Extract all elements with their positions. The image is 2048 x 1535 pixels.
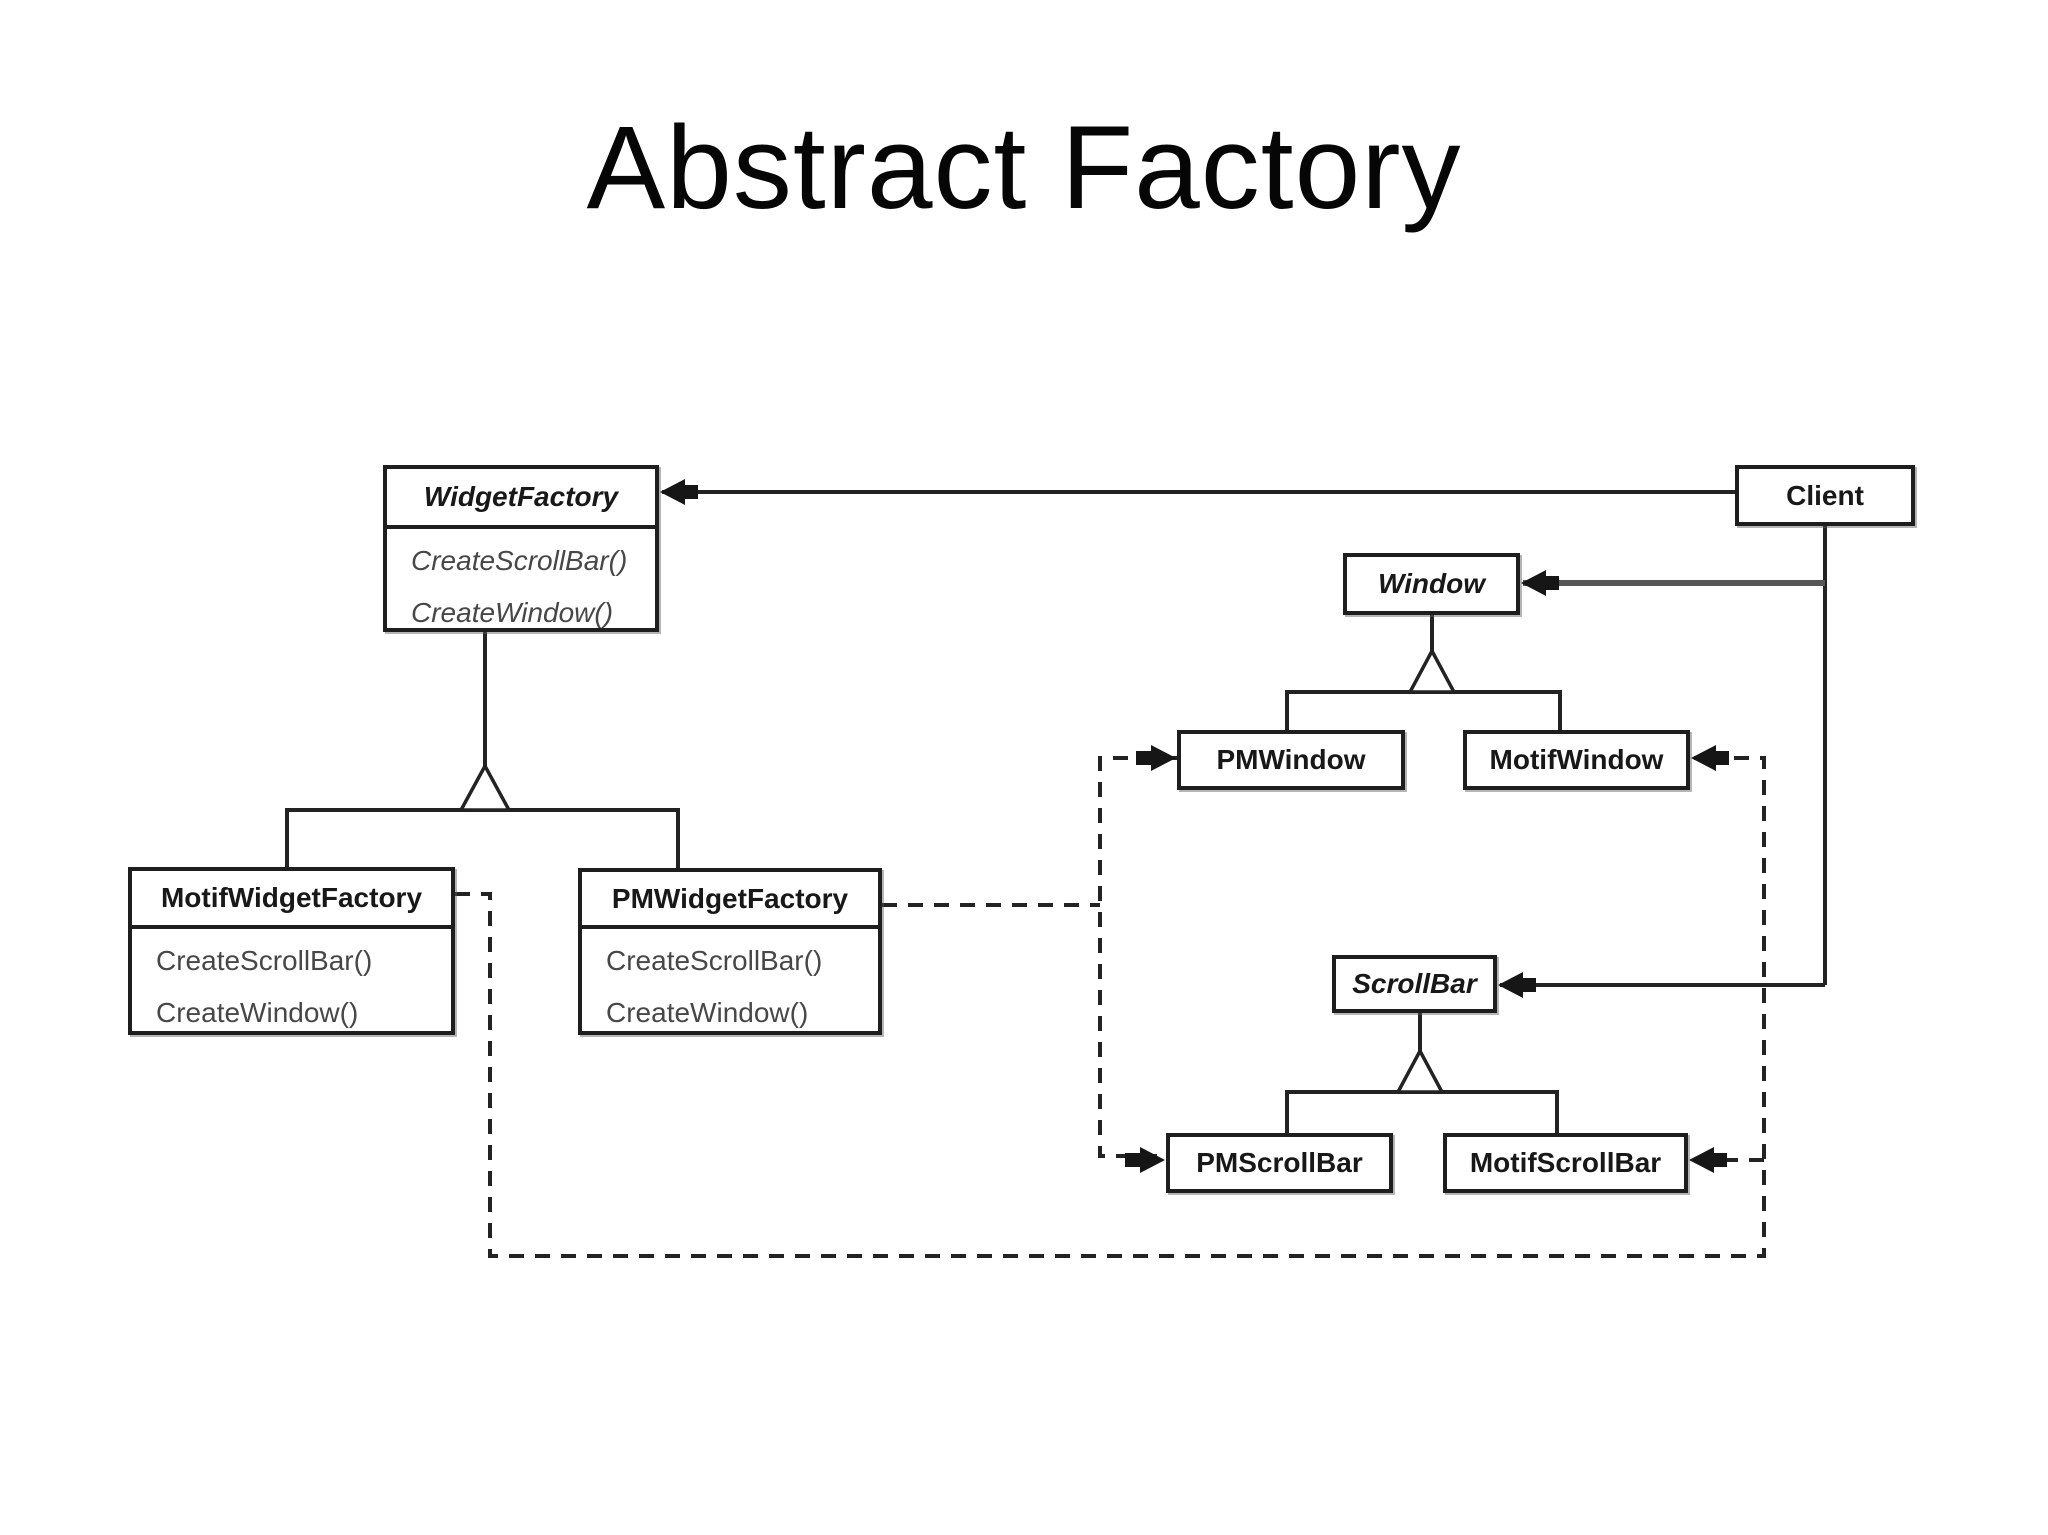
inheritance-scrollbar xyxy=(1285,1013,1559,1133)
inheritance-triangle-scrollbar xyxy=(1395,1047,1445,1094)
method-create-window: CreateWindow() xyxy=(606,997,809,1028)
slide-title: Abstract Factory xyxy=(586,102,1462,234)
class-box-client: Client xyxy=(1735,465,1915,526)
class-box-pm-window: PMWindow xyxy=(1177,730,1405,790)
class-name-widget-factory: WidgetFactory xyxy=(423,481,619,512)
class-name-motif-widget-factory: MotifWidgetFactory xyxy=(160,882,423,913)
arrowhead-into-pmscrollbar xyxy=(1125,1147,1165,1173)
method-create-window: CreateWindow() xyxy=(156,997,359,1028)
class-name-window: Window xyxy=(1377,568,1486,599)
arrowhead-into-motifscrollbar xyxy=(1689,1147,1727,1173)
method-create-scrollbar: CreateScrollBar() xyxy=(411,545,628,576)
inheritance-triangle-window xyxy=(1407,647,1457,694)
arrowhead-into-motifwindow xyxy=(1691,745,1729,771)
class-name-pm-window: PMWindow xyxy=(1216,744,1366,775)
method-create-scrollbar: CreateScrollBar() xyxy=(606,945,823,976)
class-name-pm-widget-factory: PMWidgetFactory xyxy=(611,882,849,914)
method-create-scrollbar: CreateScrollBar() xyxy=(156,945,373,976)
class-box-window: Window xyxy=(1343,553,1520,615)
method-create-window: CreateWindow() xyxy=(411,597,614,628)
class-name-client: Client xyxy=(1786,479,1864,511)
arrowhead-into-pmwindow xyxy=(1136,745,1176,771)
arrowhead-into-widgetfactory xyxy=(660,479,698,505)
inheritance-window xyxy=(1285,615,1562,730)
class-name-scrollbar: ScrollBar xyxy=(1352,968,1477,999)
arrowhead-into-window xyxy=(1521,570,1559,596)
class-methods-widget-factory: CreateScrollBar() CreateWindow() xyxy=(387,525,655,639)
class-box-pm-widget-factory: PMWidgetFactory CreateScrollBar() Create… xyxy=(578,868,882,1035)
creates-pmwidgetfactory xyxy=(882,756,1180,1158)
class-box-motif-widget-factory: MotifWidgetFactory CreateScrollBar() Cre… xyxy=(128,867,455,1035)
class-name-pm-scrollbar: PMScrollBar xyxy=(1196,1147,1363,1178)
class-box-scrollbar: ScrollBar xyxy=(1332,955,1497,1013)
class-methods-motif-widget-factory: CreateScrollBar() CreateWindow() xyxy=(132,925,451,1039)
class-name-motif-scrollbar: MotifScrollBar xyxy=(1469,1147,1662,1178)
inheritance-widgetfactory xyxy=(285,632,680,868)
class-box-pm-scrollbar: PMScrollBar xyxy=(1166,1133,1393,1193)
class-box-widget-factory: WidgetFactory CreateScrollBar() CreateWi… xyxy=(383,465,659,632)
class-box-motif-scrollbar: MotifScrollBar xyxy=(1443,1133,1688,1193)
inheritance-triangle-widgetfactory xyxy=(458,762,512,812)
class-name-motif-window: MotifWindow xyxy=(1489,744,1664,775)
arrowhead-into-scrollbar xyxy=(1498,972,1536,998)
class-methods-pm-widget-factory: CreateScrollBar() CreateWindow() xyxy=(582,925,878,1039)
class-box-motif-window: MotifWindow xyxy=(1463,730,1690,790)
